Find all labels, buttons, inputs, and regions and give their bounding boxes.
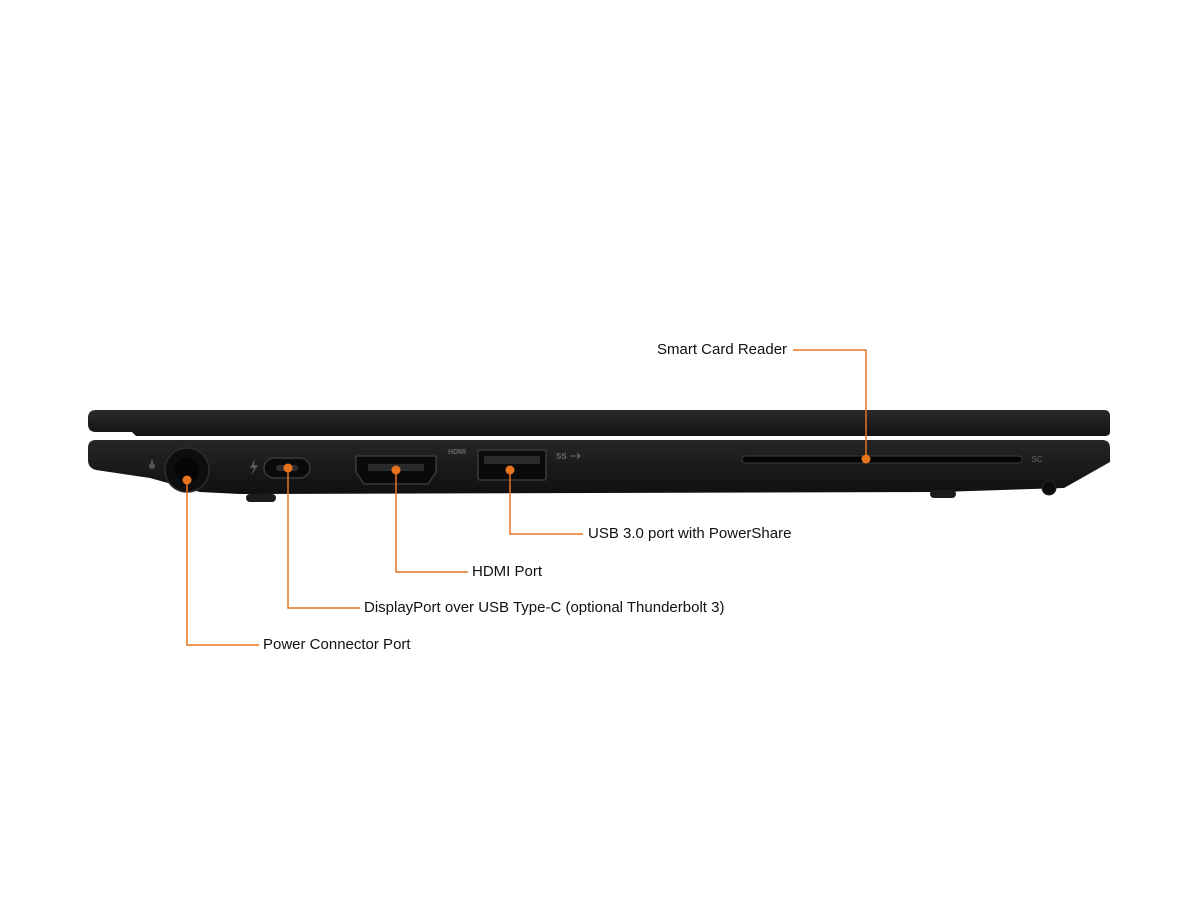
label-hdmi-port: HDMI Port: [472, 563, 543, 580]
foot-left: [246, 494, 276, 502]
leader-smart-card: [793, 349, 867, 459]
leader-usb3: [509, 470, 583, 535]
superspeed-usb-icon: SS: [556, 452, 581, 461]
laptop-base: [88, 440, 1110, 494]
power-port-inner: [175, 458, 199, 482]
lock-slot: [1041, 480, 1057, 496]
label-power-connector: Power Connector Port: [263, 636, 411, 653]
smart-card-slot: [741, 455, 1023, 464]
dot-power: [182, 475, 192, 485]
callout-dots: [182, 454, 871, 485]
leader-usb-c: [287, 468, 360, 609]
leader-lines: [186, 349, 867, 646]
dot-usb-c: [283, 463, 293, 473]
power-plug-icon: [149, 460, 155, 469]
usb3-port: [477, 449, 547, 481]
svg-text:SS: SS: [556, 452, 567, 461]
thunderbolt-icon: [250, 459, 258, 476]
dot-smart-card: [861, 454, 871, 464]
label-usb3-powershare: USB 3.0 port with PowerShare: [588, 525, 792, 542]
dot-hdmi: [391, 465, 401, 475]
leader-power: [186, 480, 259, 646]
label-displayport-usbc: DisplayPort over USB Type-C (optional Th…: [364, 599, 725, 616]
leader-hdmi: [395, 470, 468, 573]
label-smart-card-reader: Smart Card Reader: [657, 341, 788, 358]
smartcard-logo: SC: [1031, 455, 1042, 464]
foot-right: [930, 490, 956, 498]
usb3-port-tongue: [484, 456, 540, 464]
dot-usb3: [505, 465, 515, 475]
laptop-lid: [88, 410, 1110, 436]
hdmi-logo: HDMI: [448, 449, 466, 456]
